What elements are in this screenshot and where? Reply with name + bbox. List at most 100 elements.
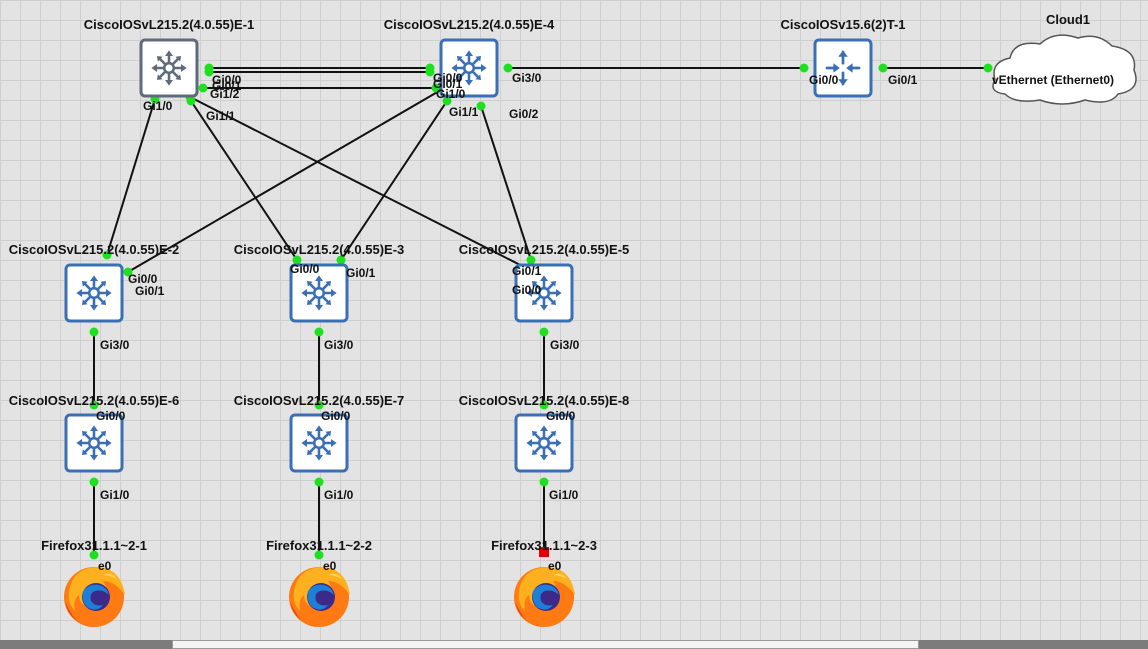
port-label: Gi0/0 — [96, 409, 126, 423]
port-label: Gi0/0 — [809, 73, 839, 87]
link-status-dot — [198, 83, 208, 93]
links-layer — [93, 67, 988, 555]
node-label: CiscoIOSvL215.2(4.0.55)E-5 — [459, 242, 630, 257]
node-label: Firefox31.1.1~2-2 — [266, 538, 372, 553]
port-label: Gi3/0 — [512, 71, 542, 85]
port-label: Gi0/0 — [212, 73, 242, 87]
link-status-dot — [799, 63, 809, 73]
node-F2[interactable] — [289, 567, 350, 627]
link-E4-E2[interactable] — [127, 86, 447, 273]
node-label: Firefox31.1.1~2-1 — [41, 538, 147, 553]
node-label: CiscoIOSvL215.2(4.0.55)E-2 — [9, 242, 180, 257]
port-label: Gi0/1 — [433, 77, 463, 91]
port-label: Gi0/0 — [546, 409, 576, 423]
link-E1-E5[interactable] — [189, 96, 531, 271]
node-label: CiscoIOSvL215.2(4.0.55)E-3 — [234, 242, 405, 257]
node-F3[interactable] — [514, 567, 575, 627]
link-status-dot — [89, 327, 99, 337]
node-E6[interactable] — [64, 413, 124, 473]
link-status-dot — [539, 327, 549, 337]
node-C1[interactable] — [992, 34, 1137, 105]
port-label: Gi0/0 — [290, 262, 320, 276]
port-label: Gi1/1 — [449, 105, 479, 119]
cloud-icon — [992, 34, 1137, 105]
link-status-dot — [102, 250, 112, 260]
link-status-dot — [123, 267, 133, 277]
node-E4[interactable] — [439, 38, 499, 98]
switch-frame — [439, 38, 499, 98]
port-label: Gi3/0 — [100, 338, 130, 352]
port-label: Gi3/0 — [324, 338, 354, 352]
port-label: e0 — [323, 559, 337, 573]
node-E8[interactable] — [514, 413, 574, 473]
firefox-icon — [289, 567, 350, 627]
link-status-dot — [983, 63, 993, 73]
link-status-dot — [526, 255, 536, 265]
port-label: e0 — [548, 559, 562, 573]
port-label: Gi0/1 — [512, 264, 542, 278]
port-label: Gi1/0 — [100, 488, 130, 502]
port-label: e0 — [98, 559, 112, 573]
node-E5[interactable] — [514, 263, 574, 323]
port-label: Gi0/1 — [212, 79, 242, 93]
node-E1[interactable] — [139, 38, 199, 98]
node-label: Cloud1 — [1046, 12, 1090, 27]
node-E2[interactable] — [64, 263, 124, 323]
link-status-dot — [425, 67, 435, 77]
link-E4-E3[interactable] — [340, 100, 448, 261]
port-label: vEthernet (Ethernet0) — [992, 73, 1114, 87]
link-status-dot — [503, 63, 513, 73]
switch-frame — [289, 413, 349, 473]
port-label: Gi0/1 — [346, 266, 376, 280]
port-label: Gi1/0 — [549, 488, 579, 502]
scrollbar-thumb[interactable] — [172, 640, 919, 649]
port-label: Gi1/1 — [206, 109, 236, 123]
port-label: Gi0/0 — [433, 71, 463, 85]
link-status-dot — [292, 255, 302, 265]
link-status-dot — [539, 477, 549, 487]
link-E1-E2[interactable] — [106, 98, 156, 256]
node-T1[interactable] — [813, 38, 873, 98]
node-label: CiscoIOSv15.6(2)T-1 — [781, 17, 906, 32]
port-label: Gi1/0 — [324, 488, 354, 502]
node-label: CiscoIOSvL215.2(4.0.55)E-1 — [84, 17, 255, 32]
node-label: CiscoIOSvL215.2(4.0.55)E-8 — [459, 393, 630, 408]
port-label: Gi0/0 — [128, 272, 158, 286]
node-label: Firefox31.1.1~2-3 — [491, 538, 597, 553]
link-status-dot — [336, 255, 346, 265]
node-label: CiscoIOSvL215.2(4.0.55)E-6 — [9, 393, 180, 408]
link-status-dot — [314, 327, 324, 337]
port-label: Gi0/0 — [512, 283, 542, 297]
port-label: Gi0/1 — [135, 284, 165, 298]
port-label: Gi1/0 — [143, 99, 173, 113]
link-status-dot — [89, 477, 99, 487]
link-status-dot — [476, 101, 486, 111]
switch-frame — [514, 263, 574, 323]
port-label: Gi1/0 — [436, 87, 466, 101]
firefox-icon — [514, 567, 575, 627]
link-status-stopped — [539, 547, 549, 557]
link-status-dot — [878, 63, 888, 73]
link-status-dot — [89, 550, 99, 560]
link-E1-E3[interactable] — [190, 100, 298, 261]
switch-frame — [139, 38, 199, 98]
link-status-dot — [431, 83, 441, 93]
port-label: Gi0/0 — [321, 409, 351, 423]
port-label: Gi3/0 — [550, 338, 580, 352]
horizontal-scrollbar[interactable] — [0, 640, 1148, 649]
node-F1[interactable] — [64, 567, 125, 627]
link-status-dot — [314, 550, 324, 560]
node-E7[interactable] — [289, 413, 349, 473]
link-status-dot — [204, 67, 214, 77]
node-E3[interactable] — [289, 263, 349, 323]
node-label: CiscoIOSvL215.2(4.0.55)E-7 — [234, 393, 405, 408]
switch-frame — [64, 413, 124, 473]
link-E4-E5[interactable] — [480, 105, 532, 261]
port-label: Gi0/1 — [888, 73, 918, 87]
nodes-layer — [64, 34, 1137, 627]
link-status-dot — [89, 400, 99, 410]
port-label: Gi1/2 — [210, 87, 240, 101]
node-label: CiscoIOSvL215.2(4.0.55)E-4 — [384, 17, 555, 32]
